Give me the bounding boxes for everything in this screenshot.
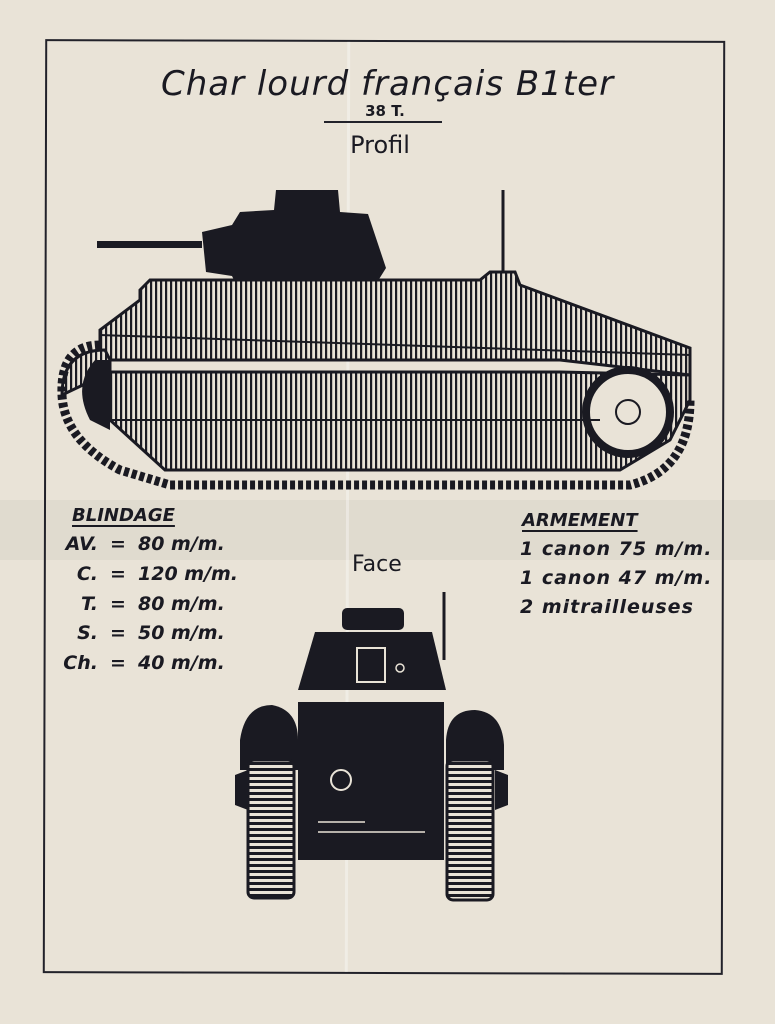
armor-value: 120 m/m.	[138, 563, 239, 585]
right-track	[445, 758, 495, 902]
paper-crease	[0, 500, 775, 560]
hull-upper	[98, 270, 692, 377]
armor-row: Ch. = 40 m/m.	[40, 652, 225, 674]
armor-label: C.	[76, 563, 98, 585]
armament-item: 1 canon 47 m/m.	[520, 567, 713, 589]
track	[57, 340, 695, 490]
armor-row: S. = 50 m/m.	[40, 622, 225, 644]
armament-item: 1 canon 75 m/m.	[520, 538, 713, 560]
front-turret	[298, 632, 446, 690]
armor-label: S.	[77, 622, 98, 644]
turret	[202, 190, 386, 284]
left-track	[246, 758, 296, 900]
armor-value: 40 m/m.	[138, 652, 225, 674]
armor-value: 80 m/m.	[138, 533, 225, 555]
armament-item: 2 mitrailleuses	[520, 596, 694, 618]
cupola	[342, 608, 404, 630]
armor-row: C. = 120 m/m.	[40, 563, 238, 585]
armor-value: 50 m/m.	[138, 622, 225, 644]
armor-eq: =	[110, 533, 126, 555]
idler-wheel	[582, 366, 674, 458]
tank-profile	[57, 190, 695, 490]
front-view-label: Face	[352, 552, 402, 577]
armor-row: AV. = 80 m/m.	[40, 533, 225, 555]
front-hull	[298, 702, 444, 860]
weight-underline	[324, 121, 442, 123]
profile-view-label: Profil	[350, 131, 410, 159]
armor-value: 80 m/m.	[138, 593, 225, 615]
armor-label: T.	[81, 593, 98, 615]
weight-label: 38 T.	[365, 102, 405, 120]
front-wheel	[82, 360, 110, 430]
idler-hub	[615, 399, 641, 425]
armor-label: AV.	[65, 533, 98, 555]
vision-port	[356, 647, 386, 683]
armor-eq: =	[110, 563, 126, 585]
armor-heading: BLINDAGE	[72, 505, 175, 526]
left-track-cover	[240, 705, 298, 770]
gun-barrel	[97, 241, 202, 248]
armor-eq: =	[110, 622, 126, 644]
right-track-cover	[446, 710, 504, 770]
armor-eq: =	[110, 652, 126, 674]
armament-heading: ARMEMENT	[522, 510, 638, 531]
armor-label: Ch.	[63, 652, 98, 674]
tank-front-view	[235, 592, 508, 902]
armor-eq: =	[110, 593, 126, 615]
page-title: Char lourd français B1ter	[160, 64, 615, 104]
armor-row: T. = 80 m/m.	[40, 593, 225, 615]
